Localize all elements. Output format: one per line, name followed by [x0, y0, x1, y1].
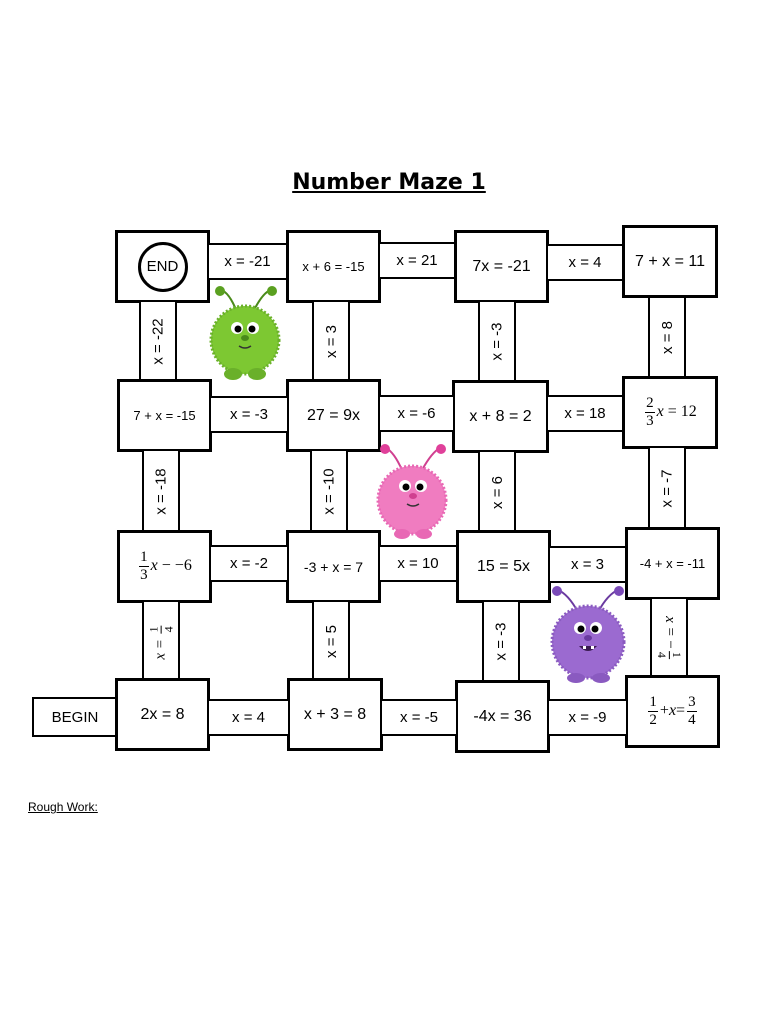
answer-v1-c1[interactable]: x = -22 [139, 300, 177, 382]
answer-v1-c2[interactable]: x = 3 [312, 300, 350, 382]
answer-r3-h3[interactable]: x = 3 [548, 546, 627, 583]
answer-r1-h2[interactable]: x = 21 [378, 242, 456, 279]
end-cell[interactable]: END [115, 230, 210, 303]
maze-cell-r2c2[interactable]: 27 = 9x [286, 379, 381, 452]
maze-cell-r2c3[interactable]: x + 8 = 2 [452, 380, 549, 453]
end-circle: END [137, 241, 188, 292]
begin-cell[interactable]: BEGIN [32, 697, 118, 737]
answer-v2-c2[interactable]: x = -10 [310, 449, 348, 533]
answer-r4-h2[interactable]: x = -5 [380, 699, 458, 736]
answer-r2-h2[interactable]: x = -6 [378, 395, 455, 432]
maze-cell-r1c2[interactable]: x + 6 = -15 [286, 230, 381, 303]
answer-v2-c3[interactable]: x = 6 [478, 450, 516, 534]
answer-v3-c3[interactable]: x = -3 [482, 600, 520, 682]
pink-monster-icon [376, 444, 448, 539]
rough-work-label: Rough Work: [28, 800, 98, 814]
answer-v1-c3[interactable]: x = -3 [478, 300, 516, 382]
maze-cell-r1c4[interactable]: 7 + x = 11 [622, 225, 718, 298]
answer-r3-h2[interactable]: x = 10 [378, 545, 458, 582]
maze-cell-r4c2[interactable]: x + 3 = 8 [287, 678, 383, 751]
maze-cell-r3c3[interactable]: 15 = 5x [456, 530, 551, 603]
maze-cell-r3c4[interactable]: -4 + x = -11 [625, 527, 720, 600]
purple-monster-icon [550, 586, 626, 683]
answer-r2-h1[interactable]: x = -3 [209, 396, 289, 433]
answer-r4-h1[interactable]: x = 4 [207, 699, 290, 736]
answer-r3-h1[interactable]: x = -2 [209, 545, 289, 582]
maze-cell-r1c3[interactable]: 7x = -21 [454, 230, 549, 303]
answer-r1-h3[interactable]: x = 4 [546, 244, 624, 281]
answer-r1-h1[interactable]: x = -21 [207, 243, 288, 280]
maze-cell-r2c1[interactable]: 7 + x = -15 [117, 379, 212, 452]
answer-v1-c4[interactable]: x = 8 [648, 296, 686, 378]
answer-r4-h3[interactable]: x = -9 [547, 699, 628, 736]
maze-cell-r4c1[interactable]: 2x = 8 [115, 678, 210, 751]
answer-r2-h3[interactable]: x = 18 [546, 395, 624, 432]
answer-v2-c4[interactable]: x = -7 [648, 446, 686, 530]
green-monster-icon [209, 286, 281, 380]
maze-cell-r4c3[interactable]: -4x = 36 [455, 680, 550, 753]
page-title: Number Maze 1 [292, 170, 486, 195]
maze-cell-r3c2[interactable]: -3 + x = 7 [286, 530, 381, 603]
answer-v3-c2[interactable]: x = 5 [312, 600, 350, 682]
answer-v2-c1[interactable]: x = -18 [142, 449, 180, 533]
